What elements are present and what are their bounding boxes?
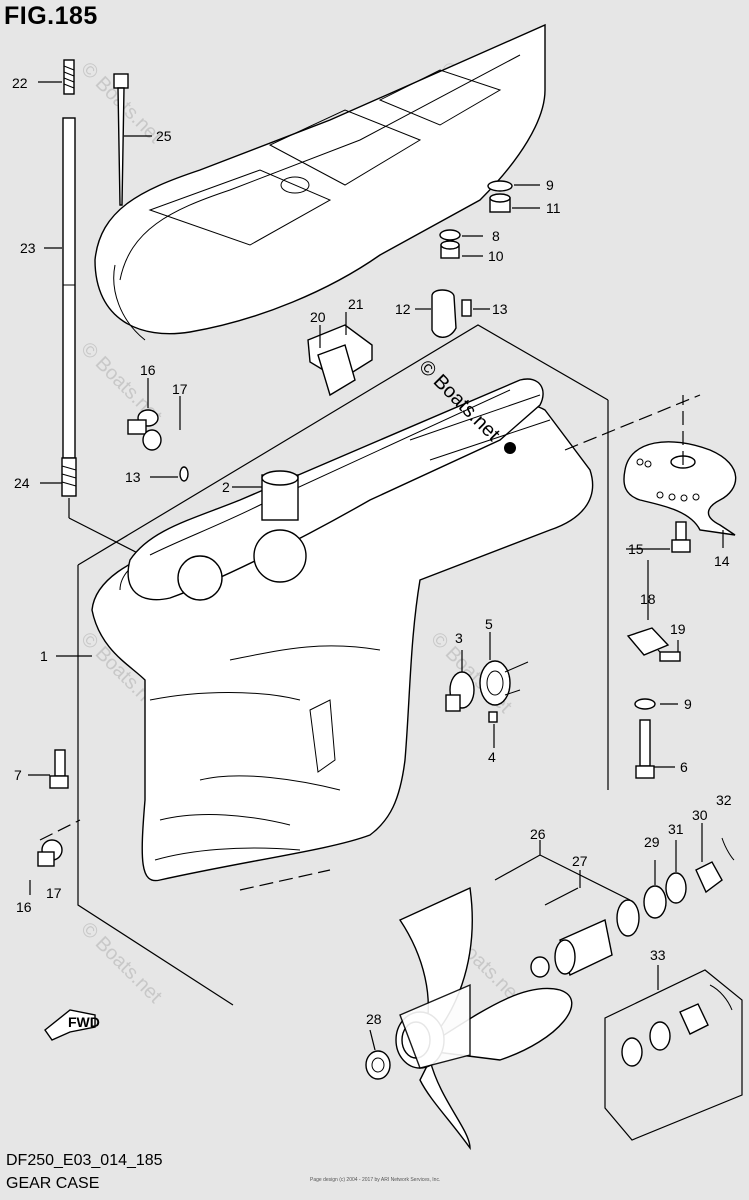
callout-17b: 17: [46, 885, 62, 901]
callout-32: 32: [716, 792, 732, 808]
plugs-upper: [127, 409, 189, 482]
shaft-leader: [39, 819, 331, 891]
shift-rod: [61, 59, 176, 573]
callout-15: 15: [628, 541, 644, 557]
callout-22: 22: [12, 75, 28, 91]
callout-31: 31: [668, 821, 684, 837]
gear-case-housing: [91, 378, 594, 882]
callout-2: 2: [222, 479, 230, 495]
callout-1: 1: [40, 648, 48, 664]
diagram-code: DF250_E03_014_185: [6, 1152, 163, 1169]
callout-5: 5: [485, 616, 493, 632]
callout-12: 12: [395, 301, 411, 317]
callout-26: 26: [530, 826, 546, 842]
callout-30: 30: [692, 807, 708, 823]
callout-25: 25: [156, 128, 172, 144]
filter-pieces: [307, 289, 472, 397]
block-18: [626, 627, 681, 662]
callout-27: 27: [572, 853, 588, 869]
bolt-6: [634, 698, 656, 779]
callout-23: 23: [20, 240, 36, 256]
callout-7: 7: [14, 767, 22, 783]
plugs-lower: [37, 839, 63, 867]
callout-20: 20: [310, 309, 326, 325]
callout-14: 14: [714, 553, 730, 569]
bolt-15: [671, 521, 691, 553]
callout-13a: 13: [492, 301, 508, 317]
callout-16a: 16: [140, 362, 156, 378]
callout-28: 28: [366, 1011, 382, 1027]
callout-labels: 1 2 3 4 5 6 7 8 9 9 10 11 12 13 13 14 15…: [12, 75, 732, 1027]
fwd-label: FWD: [68, 1014, 100, 1030]
trim-tab-anode: [623, 441, 737, 536]
copyright-text: Page design (c) 2004 - 2017 by ARI Netwo…: [310, 1177, 441, 1183]
callout-19: 19: [670, 621, 686, 637]
bearing-assembly: [445, 660, 529, 723]
upper-cover: [94, 23, 546, 341]
callout-3: 3: [455, 630, 463, 646]
diagram-caption: GEAR CASE: [6, 1175, 100, 1192]
callout-4: 4: [488, 749, 496, 765]
callout-6: 6: [680, 759, 688, 775]
callout-11: 11: [546, 200, 561, 216]
callout-9b: 9: [684, 696, 692, 712]
callout-16b: 16: [16, 899, 32, 915]
callout-10: 10: [488, 248, 504, 264]
cable-tie: [113, 73, 129, 206]
callout-8: 8: [492, 228, 500, 244]
nut-set-33: [604, 969, 743, 1141]
callout-18: 18: [640, 591, 656, 607]
tab-leader: [564, 394, 701, 465]
watermark-text: © Boats.net: [76, 918, 166, 1008]
callout-21: 21: [348, 296, 364, 312]
nuts-washers: [439, 180, 513, 259]
callout-9a: 9: [546, 177, 554, 193]
callout-24: 24: [14, 475, 30, 491]
assembly-outline: [77, 324, 609, 1006]
bolt-7: [49, 749, 69, 789]
prop-bracket: [494, 840, 631, 906]
propeller: [365, 886, 573, 1151]
callout-33: 33: [650, 947, 666, 963]
leader-lines: [28, 81, 724, 1051]
fwd-arrow-icon: FWD: [44, 1009, 100, 1041]
callout-29: 29: [644, 834, 660, 850]
thrust-hub: [530, 837, 735, 978]
callout-13b: 13: [125, 469, 141, 485]
figure-title: FIG.185: [4, 2, 98, 30]
callout-17a: 17: [172, 381, 188, 397]
